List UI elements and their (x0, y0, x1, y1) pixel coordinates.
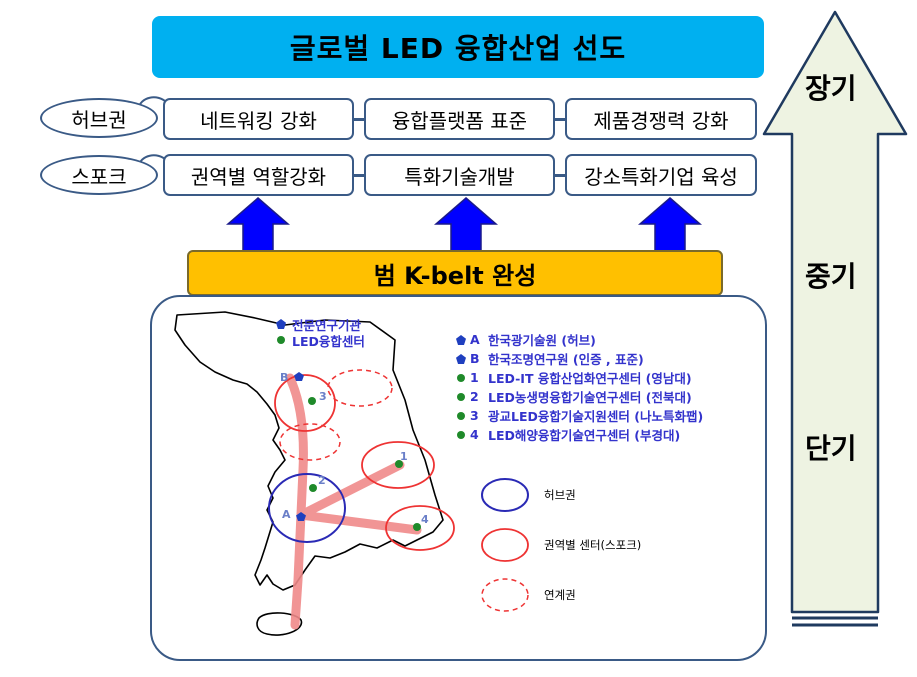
institution-mark: B (470, 351, 480, 366)
legend-research-text: 전문연구기관 (292, 317, 362, 333)
hub-link-2 (555, 118, 565, 121)
spoke-box-roles: 권역별 역할강화 (163, 154, 354, 196)
institution-text: 광교LED융합기술지원센터 (나노특화팹) (488, 409, 704, 424)
marker-4 (413, 523, 421, 531)
hub-box-competitiveness: 제품경쟁력 강화 (565, 98, 757, 140)
map-label-4: 4 (421, 513, 429, 526)
term-short: 단기 (805, 432, 857, 465)
institution-mark: 4 (470, 427, 479, 442)
institution-mark: 3 (470, 408, 479, 423)
circle-legend-hub: 허브권 (480, 470, 641, 520)
institution-text: 한국광기술원 (허브) (488, 333, 596, 348)
circle-legend-link: 연계권 (480, 570, 641, 620)
institution-item: 4 LED해양융합기술연구센터 (부경대) (456, 425, 703, 444)
circle-legend-hub-text: 허브권 (544, 488, 576, 502)
institution-item: B 한국조명연구원 (인증 , 표준) (456, 349, 703, 368)
korea-map: B 3 2 A 1 4 (174, 311, 455, 636)
jeju-island (256, 612, 303, 636)
institution-mark: A (470, 332, 480, 347)
map-label-2: 2 (318, 474, 326, 487)
belt-banner: 범 K-belt 완성 (187, 250, 723, 296)
spoke-item-1: 권역별 역할강화 (190, 164, 327, 189)
map-label-B: B (280, 371, 288, 384)
map-top-legend: 전문연구기관 LED융합센터 (276, 316, 365, 349)
marker-3 (308, 397, 316, 405)
spoke-item-2: 특화기술개발 (404, 164, 515, 189)
spoke-circle-4 (385, 505, 455, 551)
institution-list: A 한국광기술원 (허브) B 한국조명연구원 (인증 , 표준) 1 LED-… (456, 330, 703, 444)
hub-item-3: 제품경쟁력 강화 (593, 108, 729, 133)
spoke-box-smes: 강소특화기업 육성 (565, 154, 757, 196)
hub-box-networking: 네트워킹 강화 (163, 98, 354, 140)
dot-icon (457, 392, 465, 401)
up-arrow-2 (433, 197, 499, 252)
belt-east (296, 460, 405, 520)
pentagon-icon (276, 319, 286, 329)
link-circle-2 (279, 423, 341, 461)
legend-center-text: LED융합센터 (292, 333, 365, 349)
red-circle-icon (481, 528, 529, 562)
institution-item: A 한국광기술원 (허브) (456, 330, 703, 349)
up-arrow-3 (637, 197, 703, 252)
spoke-link-2 (555, 174, 565, 177)
title-banner: 글로벌 LED 융합산업 선도 (152, 16, 764, 78)
pentagon-icon (456, 334, 466, 345)
belt-southeast (296, 510, 422, 535)
institution-item: 1 LED-IT 융합산업화연구센터 (영남대) (456, 368, 703, 387)
institution-text: LED해양융합기술연구센터 (부경대) (488, 428, 681, 443)
dot-icon (457, 430, 465, 439)
marker-1 (395, 460, 403, 468)
dot-icon (457, 411, 465, 420)
title-text: 글로벌 LED 융합산업 선도 (289, 32, 627, 65)
institution-text: LED농생명융합기술연구센터 (전북대) (488, 390, 692, 405)
term-mid: 중기 (805, 260, 857, 293)
hub-circle (268, 473, 346, 543)
dot-icon (457, 373, 465, 382)
hub-box-platform: 융합플랫폼 표준 (364, 98, 555, 140)
spoke-link-1 (354, 174, 364, 177)
hub-item-2: 융합플랫폼 표준 (391, 108, 528, 133)
link-circle-1 (327, 369, 393, 407)
circle-legend-link-text: 연계권 (544, 588, 576, 602)
marker-2 (309, 484, 317, 492)
dot-icon (277, 336, 285, 344)
up-arrows (225, 197, 703, 252)
map-label-3: 3 (319, 390, 327, 403)
term-long: 장기 (805, 72, 857, 105)
hub-label: 허브권 (71, 107, 127, 132)
institution-text: LED-IT 융합산업화연구센터 (영남대) (488, 371, 692, 386)
institution-text: 한국조명연구원 (인증 , 표준) (488, 352, 644, 367)
hub-oval: 허브권 (40, 98, 158, 138)
timeline-arrow (762, 10, 908, 627)
spoke-box-tech: 특화기술개발 (364, 154, 555, 196)
legend-research-institute: 전문연구기관 (276, 316, 365, 333)
hub-item-1: 네트워킹 강화 (200, 108, 317, 133)
institution-item: 2 LED농생명융합기술연구센터 (전북대) (456, 387, 703, 406)
legend-led-center: LED융합센터 (276, 332, 365, 349)
belt-main (285, 373, 308, 630)
marker-A (296, 512, 306, 521)
spoke-item-3: 강소특화기업 육성 (584, 164, 738, 189)
hub-link-1 (354, 118, 364, 121)
spoke-oval: 스포크 (40, 155, 158, 195)
institution-item: 3 광교LED융합기술지원센터 (나노특화팹) (456, 406, 703, 425)
blue-circle-icon (481, 478, 529, 512)
dashed-circle-icon (481, 578, 529, 612)
institution-mark: 1 (470, 370, 479, 385)
marker-B (294, 372, 304, 381)
pentagon-icon (456, 353, 466, 364)
circle-legend-spoke: 권역별 센터(스포크) (480, 520, 641, 570)
spoke-label: 스포크 (71, 164, 127, 189)
spoke-circle-1 (361, 441, 435, 489)
circle-legend: 허브권 권역별 센터(스포크) 연계권 (480, 470, 641, 620)
up-arrow-1 (225, 197, 291, 252)
belt-text: 범 K-belt 완성 (373, 261, 537, 290)
spoke-circle-3 (274, 374, 336, 432)
map-label-A: A (282, 508, 291, 521)
circle-legend-spoke-text: 권역별 센터(스포크) (544, 538, 642, 552)
map-label-1: 1 (400, 450, 408, 463)
institution-mark: 2 (470, 389, 479, 404)
